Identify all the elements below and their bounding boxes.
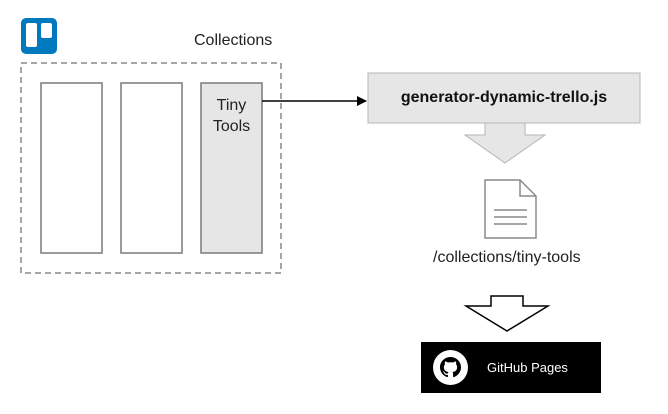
tiny-tools-label-line-2: Tools	[212, 118, 251, 135]
github-pages-label: GitHub Pages	[487, 360, 568, 375]
github-icon	[433, 350, 468, 385]
collection-column-tiny-tools	[200, 82, 263, 254]
trello-logo-icon	[21, 18, 57, 54]
collections-title: Collections	[194, 32, 273, 49]
document-icon	[484, 179, 537, 239]
tiny-tools-column-label: Tiny Tools	[201, 95, 262, 137]
collection-column-1	[40, 82, 103, 254]
flow-arrow-to-file	[463, 122, 547, 164]
output-file-path: /collections/tiny-tools	[433, 249, 581, 266]
tiny-tools-label-line-1: Tiny	[216, 97, 247, 114]
github-pages-badge: GitHub Pages	[421, 342, 601, 393]
collections-container	[20, 62, 282, 274]
script-name: generator-dynamic-trello.js	[400, 89, 608, 106]
collection-column-2	[120, 82, 183, 254]
flow-arrow-to-deploy	[463, 295, 551, 332]
